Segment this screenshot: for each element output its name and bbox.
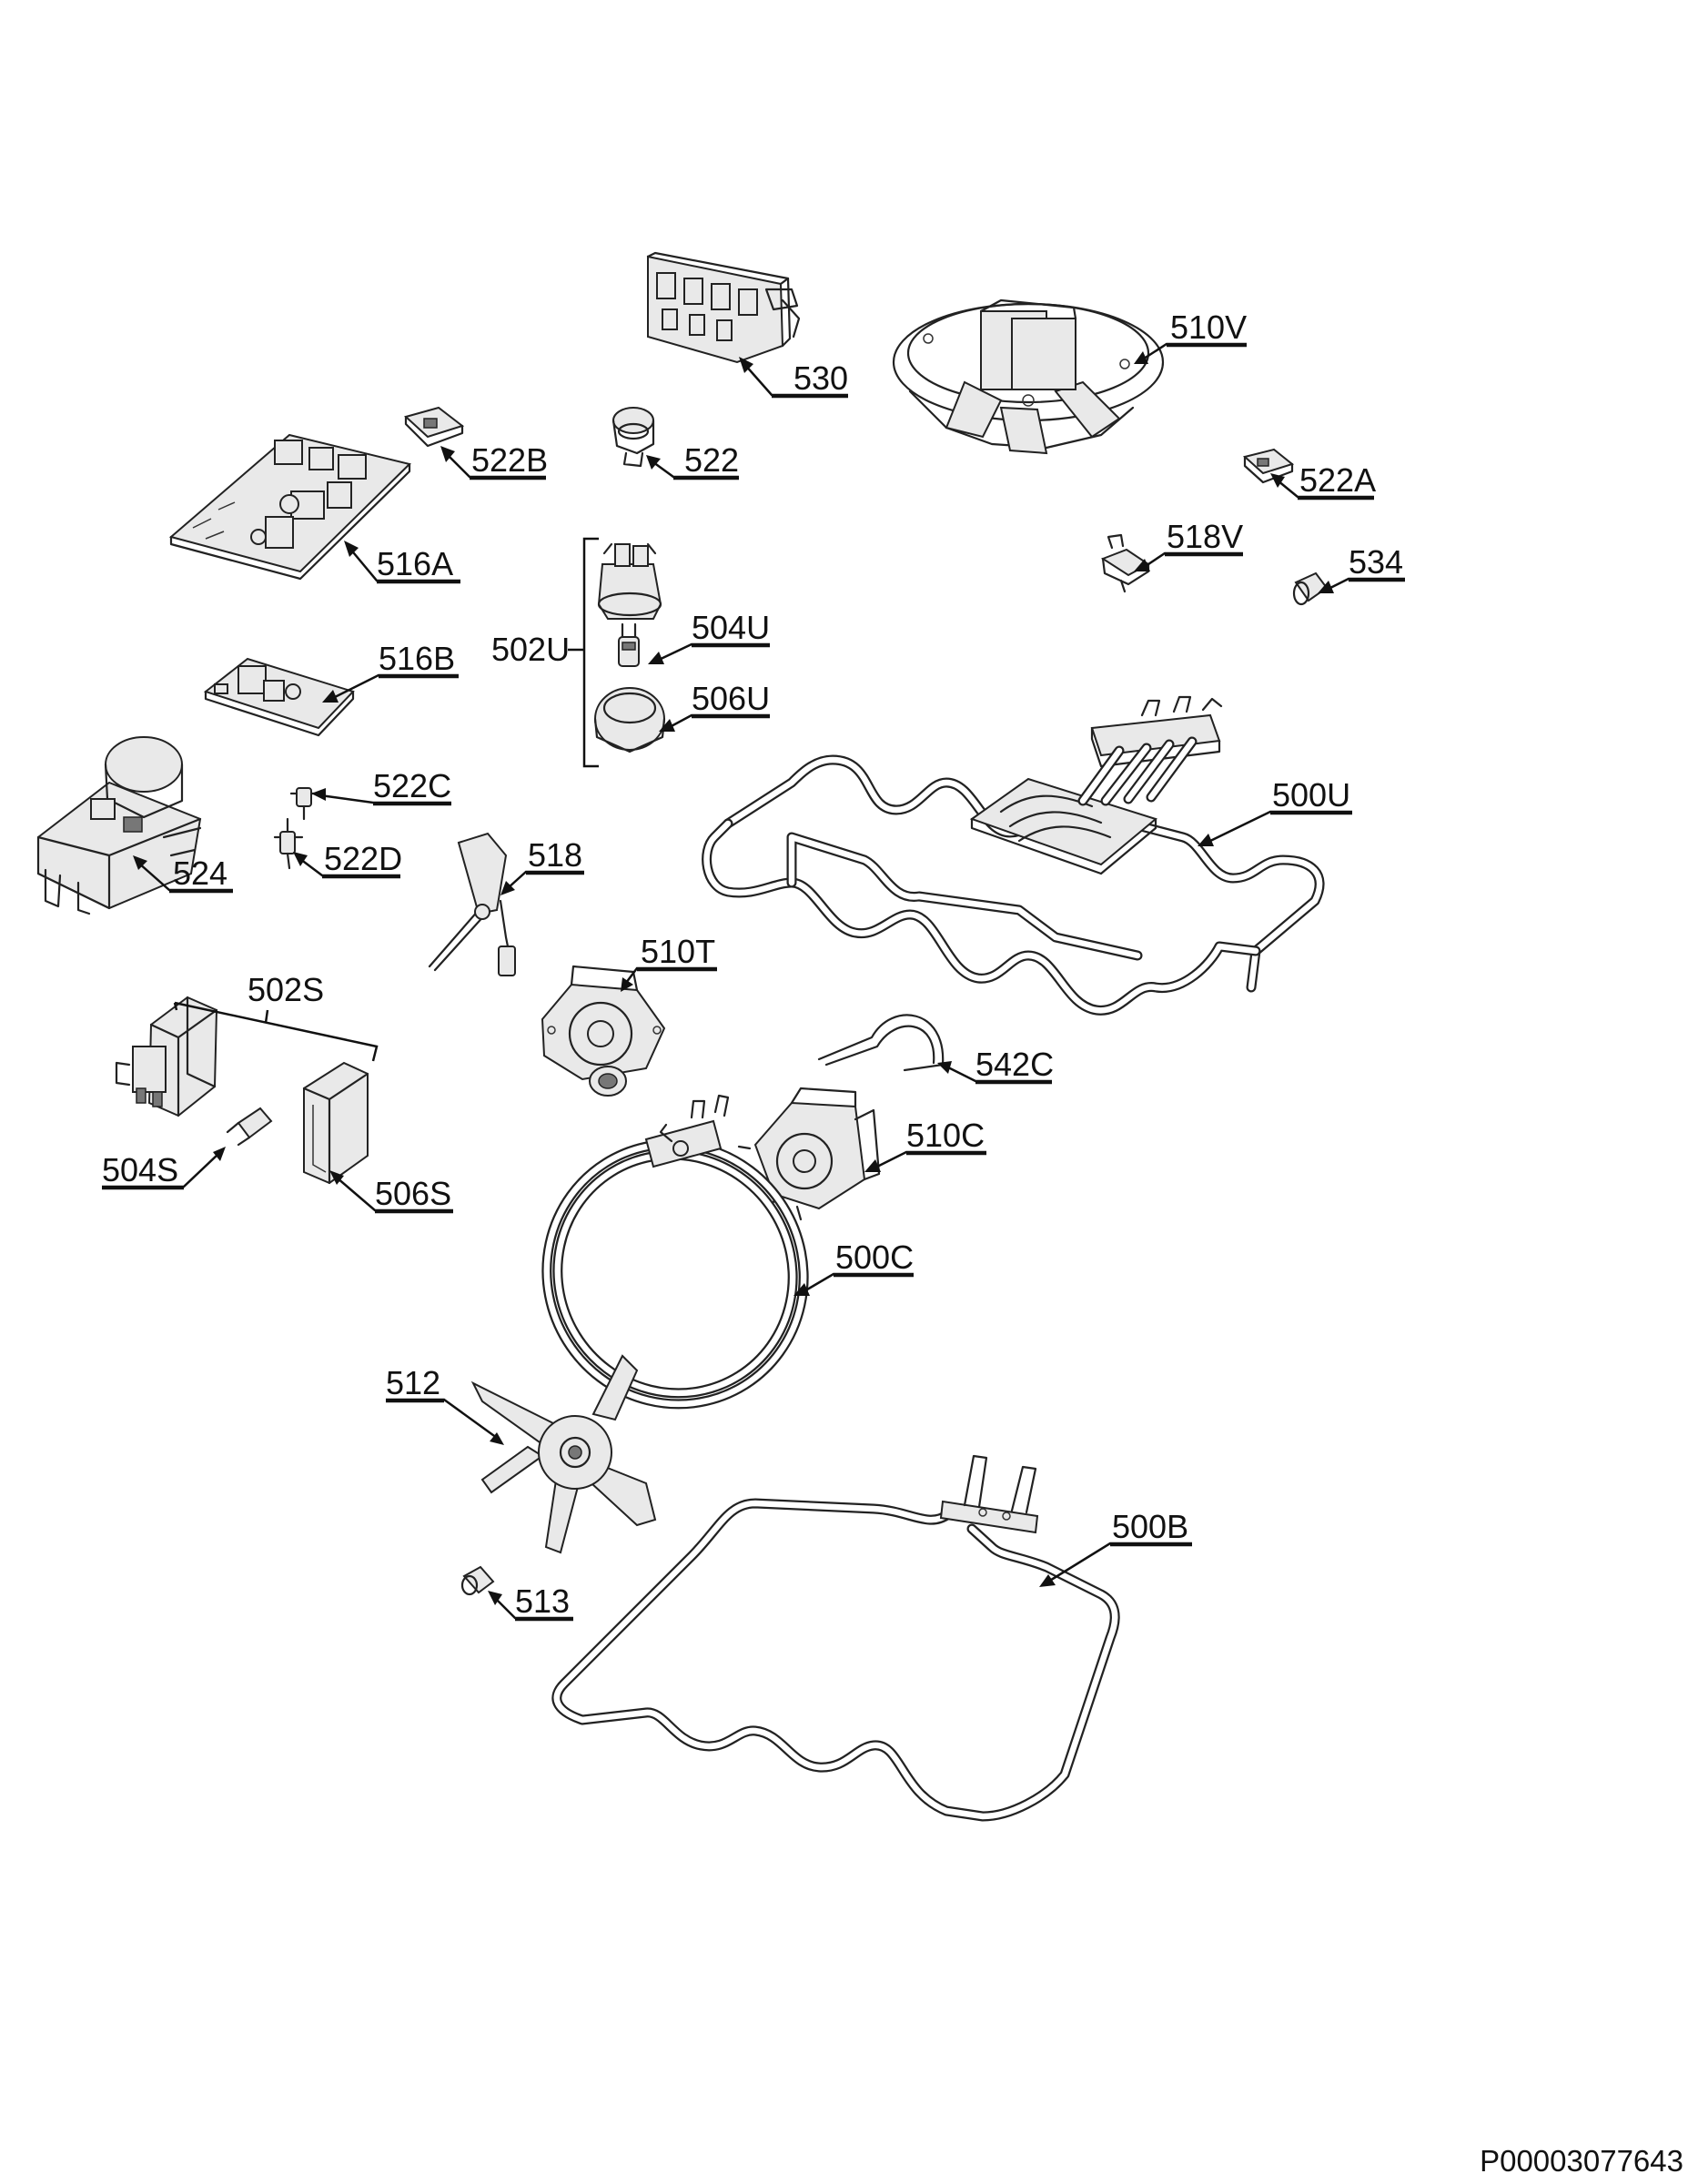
callout-530: 530 bbox=[793, 359, 848, 397]
callout-534: 534 bbox=[1349, 543, 1403, 581]
leader-542C bbox=[945, 1065, 1052, 1083]
callout-506S: 506S bbox=[375, 1175, 451, 1212]
part-522-thermostat bbox=[611, 407, 655, 468]
bracket-502U bbox=[568, 537, 599, 768]
leader-510T bbox=[625, 966, 717, 984]
part-522A-clip bbox=[1242, 448, 1295, 484]
callout-513: 513 bbox=[515, 1582, 570, 1620]
callout-522A: 522A bbox=[1299, 461, 1376, 499]
part-530-terminal-block bbox=[646, 251, 801, 364]
part-542C-wire-clip bbox=[817, 1014, 945, 1072]
leader-518 bbox=[507, 870, 584, 889]
part-500B-bottom-element bbox=[551, 1454, 1120, 1822]
leader-516A bbox=[349, 547, 460, 582]
callout-516A: 516A bbox=[377, 545, 453, 582]
document-id: P00003077643 bbox=[1480, 2144, 1683, 2178]
part-500C-circular-element bbox=[541, 1094, 809, 1410]
part-512-fan-blade bbox=[470, 1354, 657, 1554]
part-506S-lamp-glass bbox=[302, 1061, 369, 1185]
leader-522B bbox=[447, 454, 546, 479]
leader-504S bbox=[102, 1153, 219, 1188]
callout-500U: 500U bbox=[1272, 776, 1350, 814]
callout-510V: 510V bbox=[1170, 308, 1247, 346]
callout-502S: 502S bbox=[248, 971, 324, 1008]
leader-510C bbox=[873, 1150, 986, 1170]
callout-516B: 516B bbox=[379, 640, 455, 677]
part-500U-grill-element bbox=[702, 695, 1325, 1016]
bracket-502S bbox=[173, 1001, 379, 1062]
callout-504U: 504U bbox=[692, 609, 770, 646]
callout-522C: 522C bbox=[373, 767, 451, 804]
part-516B-board bbox=[203, 657, 355, 737]
callout-500C: 500C bbox=[835, 1239, 914, 1276]
callout-522: 522 bbox=[684, 441, 739, 479]
leader-522 bbox=[652, 460, 739, 479]
leader-516B bbox=[330, 673, 459, 701]
leader-500B bbox=[1047, 1542, 1192, 1583]
leader-534 bbox=[1326, 577, 1405, 592]
callout-510C: 510C bbox=[906, 1117, 985, 1154]
part-502S-lamp-housing bbox=[115, 996, 218, 1117]
leader-500U bbox=[1206, 810, 1352, 844]
callout-518: 518 bbox=[528, 836, 582, 874]
part-510V-cooling-fan bbox=[892, 298, 1165, 455]
callout-504S: 504S bbox=[102, 1151, 178, 1188]
part-516A-control-board bbox=[168, 433, 411, 581]
leader-510V bbox=[1140, 342, 1247, 362]
callout-510T: 510T bbox=[641, 933, 715, 970]
callout-506U: 506U bbox=[692, 680, 770, 717]
leader-524 bbox=[137, 862, 233, 892]
leader-522C bbox=[319, 794, 451, 804]
part-522D-sensor bbox=[273, 817, 304, 870]
part-504U-bulb bbox=[618, 622, 640, 667]
callout-522B: 522B bbox=[471, 441, 548, 479]
callout-500B: 500B bbox=[1112, 1508, 1188, 1545]
leader-522A bbox=[1277, 480, 1374, 499]
callout-522D: 522D bbox=[324, 840, 402, 877]
callout-524: 524 bbox=[173, 854, 227, 892]
callout-502U: 502U bbox=[491, 631, 570, 668]
leader-513 bbox=[494, 1597, 573, 1620]
leader-522D bbox=[299, 858, 400, 877]
callout-512: 512 bbox=[386, 1364, 440, 1401]
part-510T-motor bbox=[541, 965, 666, 1097]
leader-506U bbox=[667, 713, 770, 730]
part-522B-clip bbox=[403, 406, 465, 448]
callout-542C: 542C bbox=[975, 1046, 1054, 1083]
leader-504U bbox=[656, 642, 770, 662]
leader-506S bbox=[336, 1177, 453, 1212]
leader-530 bbox=[743, 363, 848, 397]
leader-518V bbox=[1142, 551, 1243, 570]
leader-512 bbox=[386, 1398, 498, 1440]
part-510C-convection-motor bbox=[737, 1087, 881, 1221]
part-506U-lamp-glass bbox=[593, 687, 666, 753]
part-502U-lamp-socket bbox=[597, 542, 662, 620]
leader-500C bbox=[802, 1272, 914, 1294]
part-524-door-lock bbox=[36, 736, 202, 915]
callout-518V: 518V bbox=[1167, 518, 1243, 555]
part-504S-bulb bbox=[226, 1107, 273, 1147]
part-518-probe bbox=[428, 832, 516, 976]
part-513-nut bbox=[460, 1565, 495, 1596]
